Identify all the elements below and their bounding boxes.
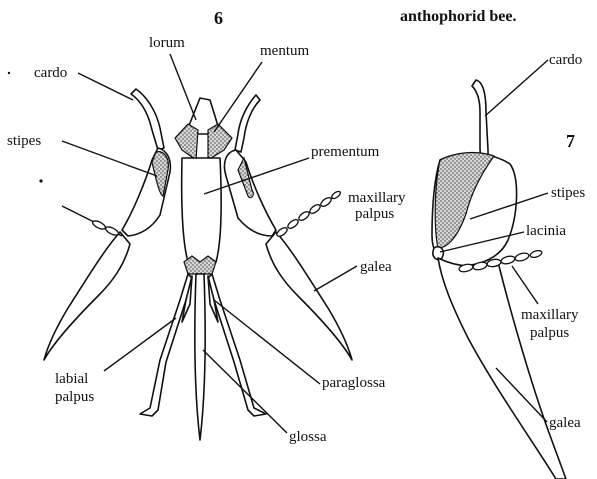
fig7-label-lacinia: lacinia	[526, 223, 566, 239]
speck-1	[8, 72, 10, 74]
fig6-leader-lorum	[170, 54, 196, 120]
fig6-label-labial-palpus-2: palpus	[55, 389, 94, 405]
speck-2	[39, 179, 42, 182]
fig6-left-mentum	[175, 124, 198, 160]
fig7-label-maxillary-palpus-2: palpus	[530, 325, 569, 341]
fig7-label-cardo: cardo	[549, 52, 582, 68]
fig7-leader-cardo	[485, 60, 548, 116]
fig6-right-galea	[266, 232, 352, 360]
fig6-leader-stipes	[62, 141, 157, 176]
fig6-label-glossa: glossa	[289, 429, 327, 445]
fig6-label-stipes: stipes	[7, 133, 41, 149]
figure-7: 7 cardo stipes lacinia maxillary palpus …	[432, 52, 585, 479]
fig6-left-cardo	[131, 89, 164, 150]
fig7-leader-maxillary-palpus	[512, 266, 538, 304]
fig7-label-galea: galea	[549, 415, 581, 431]
fig6-label-prementum: prementum	[311, 144, 380, 160]
figure-6-number: 6	[214, 8, 223, 28]
fig7-label-maxillary-palpus-1: maxillary	[521, 307, 579, 323]
fig6-glossa	[195, 274, 205, 440]
fig6-left-labial-palpus	[140, 274, 192, 416]
fig6-label-lorum: lorum	[149, 35, 185, 51]
figure-6: 6	[7, 8, 406, 445]
fig6-right-cardo	[235, 95, 260, 152]
fig6-label-mentum: mentum	[260, 43, 309, 59]
fig6-label-maxillary-palpus-1: maxillary	[348, 190, 406, 206]
figure-7-number: 7	[566, 131, 575, 151]
fig6-label-labial-palpus-1: labial	[55, 371, 88, 387]
fig6-label-cardo: cardo	[34, 65, 67, 81]
fig6-leader-galea	[314, 266, 357, 291]
fig6-label-paraglossa: paraglossa	[322, 375, 386, 391]
fig6-prementum	[182, 158, 222, 262]
fig7-label-stipes: stipes	[551, 185, 585, 201]
fig7-galea	[438, 258, 566, 479]
caption-fragment: anthophorid bee.	[400, 8, 516, 25]
fig6-right-labial-palpus	[208, 274, 266, 416]
fig6-leader-glossa	[203, 350, 287, 433]
fig6-leader-cardo	[78, 73, 133, 100]
fig6-right-maxillary-palpus	[275, 190, 341, 238]
fig6-label-maxillary-palpus-2: palpus	[355, 206, 394, 222]
fig6-left-galea	[44, 232, 130, 360]
fig6-left-maxillary-palpus	[62, 206, 122, 237]
fig6-label-galea: galea	[360, 259, 392, 275]
